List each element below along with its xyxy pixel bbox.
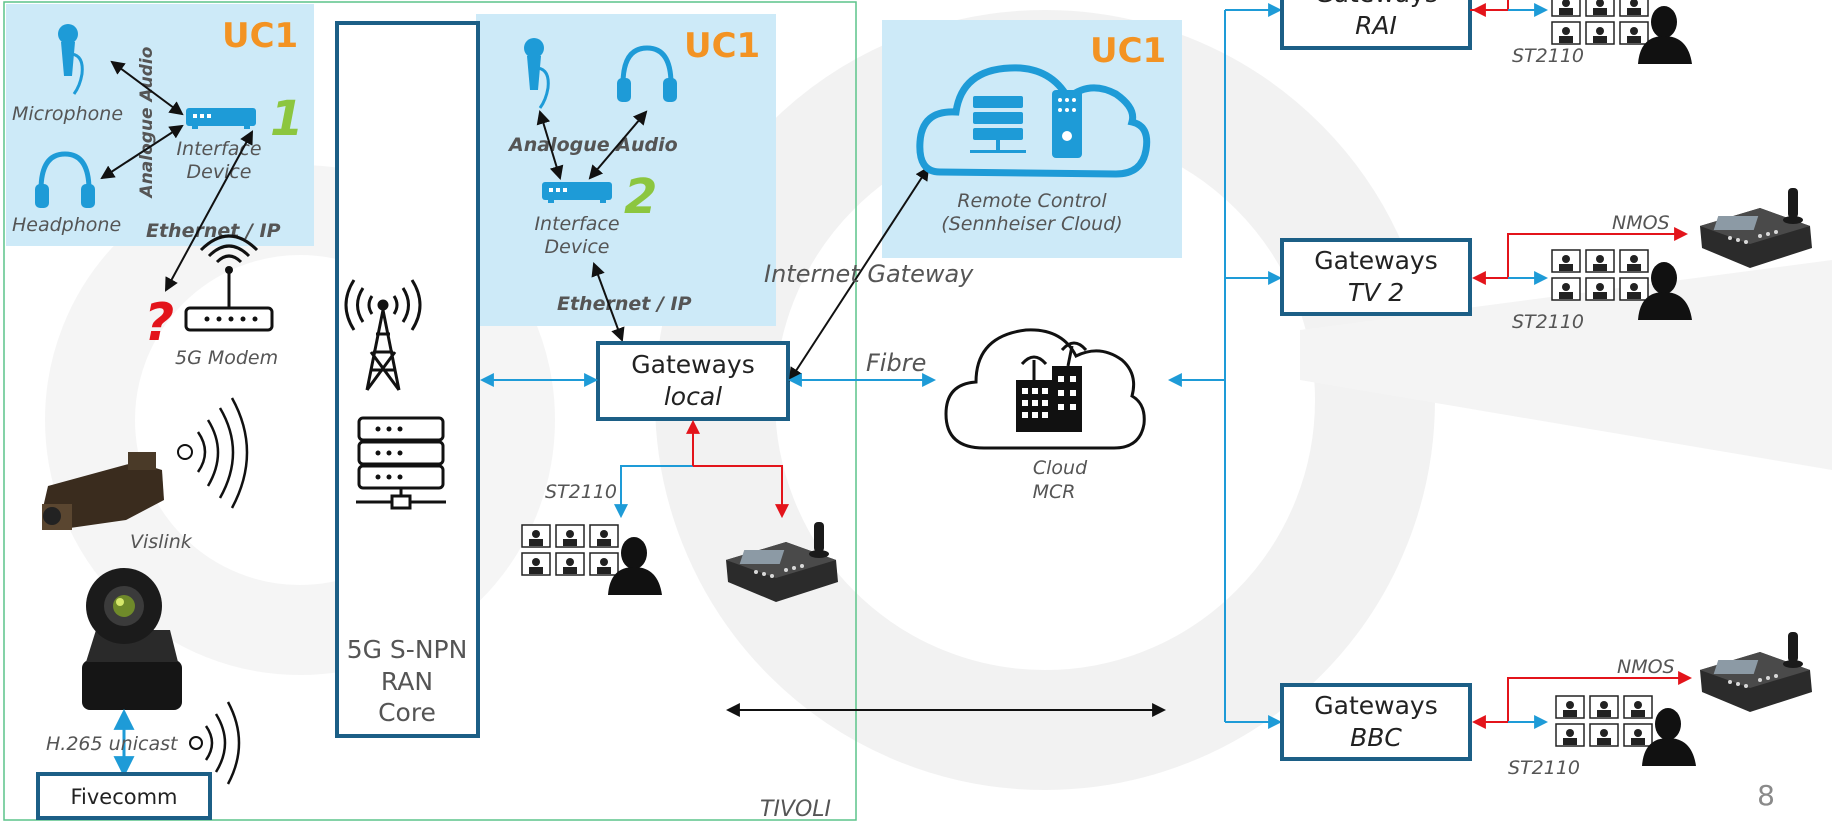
uc-tag-center: UC1 [684, 26, 760, 66]
core-line-2: RAN [381, 667, 433, 696]
gateway-rai-box [1280, 0, 1472, 50]
tivoli-zone [3, 1, 857, 821]
distribution-bus [1167, 3, 1283, 729]
gateway-tv2: Gateways TV 2 NMOS ST2110 [1280, 188, 1812, 333]
interface-number-2: 2 [624, 169, 657, 225]
headphone-label: Headphone [12, 214, 121, 236]
analogue-audio-label-2: Analogue Audio [507, 134, 678, 156]
gateway-bbc-title: Gateways [1314, 691, 1437, 720]
cloud-mcr-label-2: MCR [1033, 481, 1076, 503]
ptz-controller-icon-tv2 [1700, 188, 1812, 268]
gateway-rai-title: Gateways [1314, 0, 1437, 8]
remote-control-panel [882, 20, 1182, 258]
gateway-rai: Gateways RAI ST2110 [1280, 0, 1693, 67]
modem-icon [184, 234, 274, 332]
st2110-label-bbc: ST2110 [1508, 757, 1580, 779]
left-panel: UC1 Microphone Headphone 1 Interface Dev… [12, 16, 303, 292]
gateway-bbc-sub: BBC [1350, 723, 1402, 752]
gateway-tv2-title: Gateways [1314, 246, 1437, 275]
core-content: 5G S-NPN RAN Core [344, 279, 468, 727]
gateway-local-sub: local [664, 382, 722, 411]
h265-label: H.265 unicast [46, 733, 179, 755]
fibre-label: Fibre [866, 349, 926, 377]
gateway-local-title: Gateways [631, 350, 754, 379]
arrow-interface2-gateway [591, 262, 625, 342]
gateway-local-box [596, 341, 790, 421]
fivecomm-label: Fivecomm [70, 785, 177, 809]
arrow-mic-interface [110, 60, 184, 116]
st2110-label-local: ST2110 [545, 481, 617, 503]
st2110-label-rai: ST2110 [1512, 45, 1584, 67]
server-icon [356, 416, 446, 510]
page-number: 8 [1757, 779, 1775, 812]
gateway-bbc-box [1280, 683, 1472, 761]
gateway-tv2-sub: TV 2 [1348, 278, 1404, 307]
interface-label-2: Device [187, 161, 252, 183]
uc-tag-left: UC1 [222, 16, 298, 56]
cloud-mcr: Cloud MCR [944, 328, 1146, 503]
core-line-1: 5G S-NPN [347, 635, 468, 664]
center-panel: UC1 Analogue Audio 2 Interface Device Et… [507, 26, 760, 342]
interface-label-2b: Device [545, 236, 610, 258]
interface-number-1: 1 [270, 91, 303, 147]
cloud-mcr-icon [944, 328, 1146, 450]
arrow-headphone2-interface [588, 110, 648, 180]
core-line-3: Core [378, 698, 436, 727]
gateway-local-links: ST2110 [545, 419, 789, 519]
remote-panel: UC1 Remote Control (Sennheiser Cloud) [916, 31, 1166, 235]
internet-gateway-label: Internet Gateway [764, 260, 974, 288]
nmos-label-bbc: NMOS [1617, 656, 1675, 678]
gateway-tv2-box [1280, 238, 1472, 316]
production-team-icon-bbc [1555, 695, 1697, 767]
analogue-audio-vertical: Analogue Audio [137, 46, 157, 199]
modem-label: 5G Modem [175, 347, 278, 369]
broadcast-camera-icon [42, 397, 249, 530]
ptz-controller-icon-bbc [1700, 632, 1812, 712]
tivoli-label: TIVOLI [760, 797, 831, 821]
interface-label-1: Interface [176, 138, 261, 160]
uc-tag-remote: UC1 [1090, 31, 1166, 71]
production-team-icon [521, 524, 663, 596]
interface-device-icon-2 [542, 182, 612, 203]
st2110-label-tv2: ST2110 [1512, 311, 1584, 333]
remote-label-1: Remote Control [957, 190, 1107, 212]
arrow-internet-gateway [788, 166, 930, 382]
remote-label-2: (Sennheiser Cloud) [941, 213, 1122, 235]
interface-device-icon [186, 108, 256, 129]
vislink-label: Vislink [130, 531, 193, 553]
cloud-mcr-label-1: Cloud [1033, 457, 1088, 479]
ptz-camera: H.265 unicast [46, 568, 241, 785]
microphone-label: Microphone [12, 103, 123, 125]
gateway-rai-sub: RAI [1355, 11, 1397, 40]
nmos-label-tv2: NMOS [1612, 212, 1670, 234]
question-mark: ? [144, 293, 174, 353]
cloud-remote-icon [916, 64, 1151, 178]
arrow-mic2-interface [536, 109, 564, 181]
gateway-bbc: Gateways BBC NMOS ST2110 [1280, 632, 1812, 779]
core-box [335, 21, 480, 738]
interface-label-2a: Interface [534, 213, 619, 235]
fivecomm-box [36, 772, 212, 820]
vislink-camera: Vislink [42, 397, 249, 553]
modem: ? 5G Modem [144, 234, 278, 369]
arrow-interface-modem [164, 130, 254, 292]
tower-icon [344, 279, 422, 391]
ptz-camera-icon [82, 568, 182, 710]
ethernet-label-center: Ethernet / IP [557, 293, 692, 315]
